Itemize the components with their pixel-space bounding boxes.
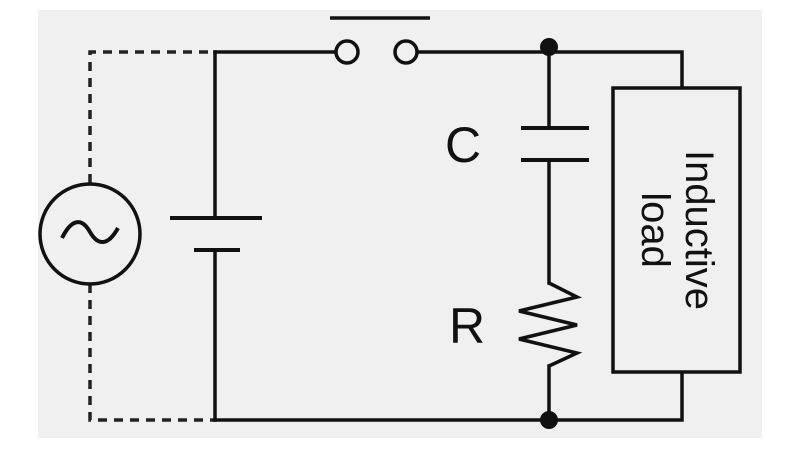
load-label-line1: Inductive (677, 150, 721, 310)
inductive-load-box (611, 86, 742, 374)
inductive-load-label: Inductive load (633, 150, 721, 310)
contact-switch-icon (330, 16, 430, 65)
capacitor-label: C (445, 117, 481, 173)
ac-source-dashed-wires (88, 50, 215, 422)
resistor-icon (518, 281, 583, 368)
ac-source-icon (38, 182, 142, 286)
main-wires (213, 50, 684, 422)
load-label-line2: load (633, 192, 677, 268)
capacitor-icon (521, 126, 589, 162)
dc-battery-icon (170, 216, 262, 252)
resistor-label: R (449, 298, 485, 354)
